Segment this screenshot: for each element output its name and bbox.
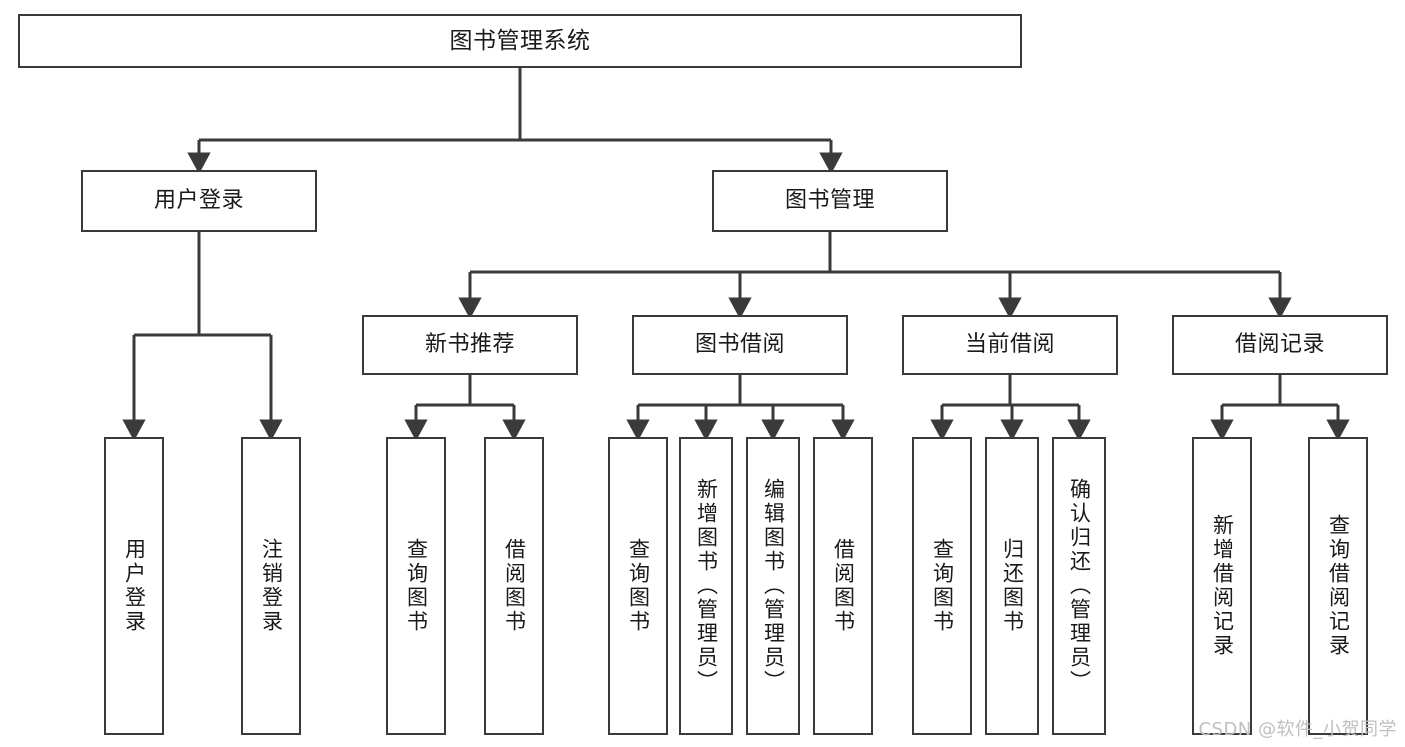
- edge-currentborrow-to-leaves: [930, 375, 1091, 441]
- leaf-label: 注销登录: [259, 538, 284, 634]
- edge-bookmanage-to-level2: [458, 232, 1292, 319]
- leaf-node-query-borrow-record[interactable]: 查询借阅记录: [1308, 437, 1368, 735]
- leaf-node-query-book-current[interactable]: 查询图书: [912, 437, 972, 735]
- leaf-node-query-book-borrow[interactable]: 查询图书: [608, 437, 668, 735]
- leaf-label: 确认归还（管理员）: [1067, 478, 1092, 694]
- leaf-node-edit-book[interactable]: 编辑图书（管理员）: [746, 437, 800, 735]
- node-user-login[interactable]: 用户登录: [81, 170, 317, 232]
- leaf-label: 借阅图书: [502, 538, 527, 634]
- leaf-label: 查询图书: [404, 538, 429, 634]
- leaf-node-add-book[interactable]: 新增图书（管理员）: [679, 437, 733, 735]
- leaf-node-add-borrow-record[interactable]: 新增借阅记录: [1192, 437, 1252, 735]
- leaf-label: 新增图书（管理员）: [694, 478, 719, 694]
- leaf-label: 编辑图书（管理员）: [761, 478, 786, 694]
- node-root-system[interactable]: 图书管理系统: [18, 14, 1022, 68]
- leaf-label: 借阅图书: [831, 538, 856, 634]
- leaf-node-query-book-recommend[interactable]: 查询图书: [386, 437, 446, 735]
- node-current-borrow[interactable]: 当前借阅: [902, 315, 1118, 375]
- leaf-node-borrow-book-recommend[interactable]: 借阅图书: [484, 437, 544, 735]
- csdn-watermark: CSDN @软件_小贺同学: [1198, 719, 1397, 740]
- edge-userlogin-to-leaves: [122, 232, 283, 441]
- leaf-node-borrow-book[interactable]: 借阅图书: [813, 437, 873, 735]
- leaf-label: 查询图书: [930, 538, 955, 634]
- edge-newbook-to-leaves: [404, 375, 526, 441]
- node-new-book-recommend[interactable]: 新书推荐: [362, 315, 578, 375]
- edge-bookborrow-to-leaves: [626, 375, 855, 441]
- leaf-node-return-book[interactable]: 归还图书: [985, 437, 1039, 735]
- leaf-label: 查询图书: [626, 538, 651, 634]
- edge-borrowrecord-to-leaves: [1210, 375, 1350, 441]
- leaf-node-logout[interactable]: 注销登录: [241, 437, 301, 735]
- leaf-label: 新增借阅记录: [1210, 514, 1235, 658]
- node-book-borrow[interactable]: 图书借阅: [632, 315, 848, 375]
- node-borrow-record[interactable]: 借阅记录: [1172, 315, 1388, 375]
- node-book-manage[interactable]: 图书管理: [712, 170, 948, 232]
- edge-root-to-level1: [187, 68, 843, 174]
- leaf-label: 查询借阅记录: [1326, 514, 1351, 658]
- leaf-label: 用户登录: [122, 538, 147, 634]
- leaf-node-user-login[interactable]: 用户登录: [104, 437, 164, 735]
- leaf-node-confirm-return[interactable]: 确认归还（管理员）: [1052, 437, 1106, 735]
- leaf-label: 归还图书: [1000, 538, 1025, 634]
